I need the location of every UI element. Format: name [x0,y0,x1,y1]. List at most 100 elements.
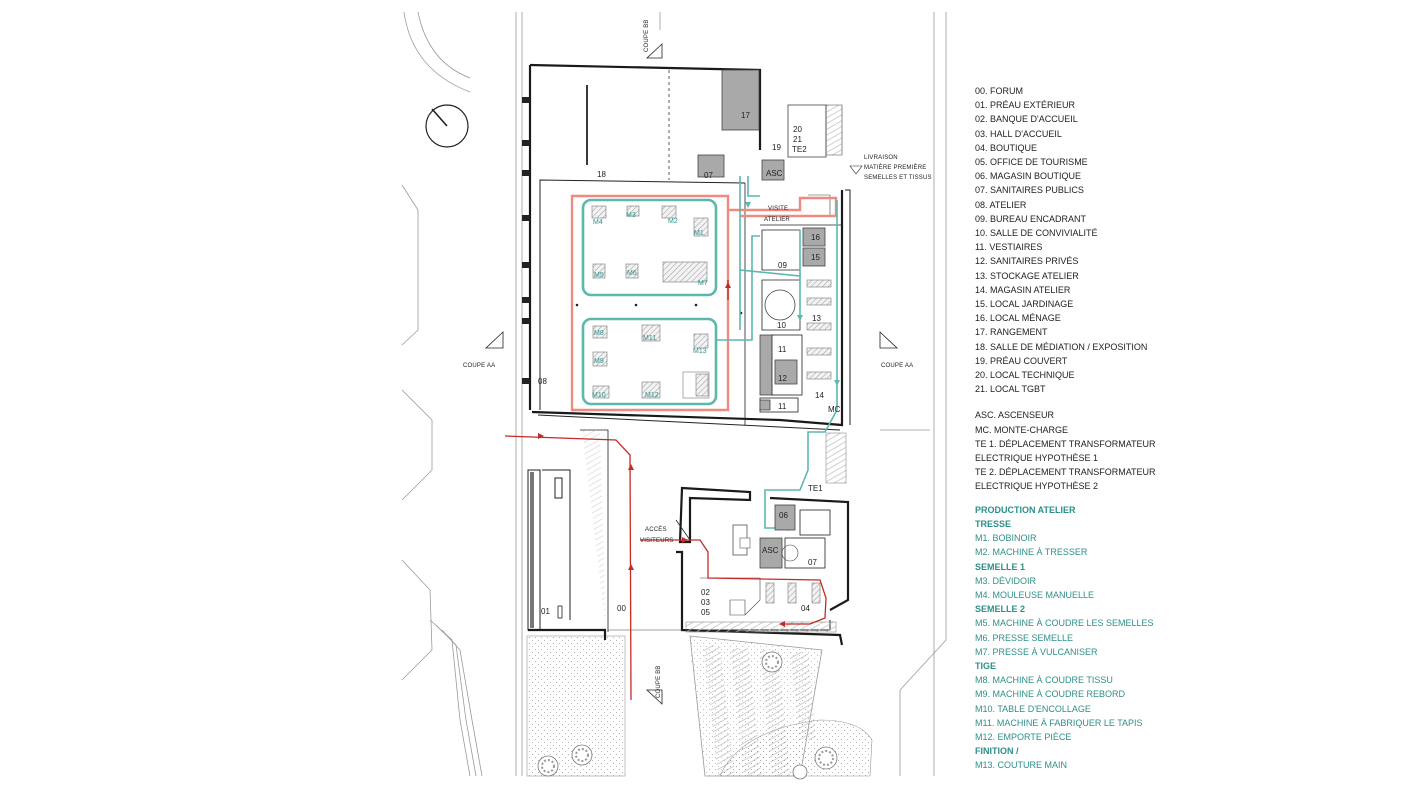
legend-room-item: 16. LOCAL MÉNAGE [975,313,1061,324]
room-19: 19 [772,143,781,152]
room-10: 10 [777,321,786,330]
production-machine-item: M4. MOULEUSE MANUELLE [975,589,1095,600]
machine-m8: M8 [594,330,604,337]
delivery-label-3: SEMELLES ET TISSUS [864,175,932,181]
room-21: 21 [793,135,802,144]
room-07a: 07 [704,171,713,180]
main-building [522,63,851,484]
acces-label-2: VISITEURS [640,538,673,544]
production-machine-item: M10. TABLE D'ENCOLLAGE [975,703,1091,714]
machine-m11: M11 [643,335,656,342]
room-te2: TE2 [792,145,807,154]
legend-room-item: 18. SALLE DE MÉDIATION / EXPOSITION [975,341,1148,352]
production-machine-item: M2. MACHINE À TRESSER [975,547,1088,558]
room-02: 02 [701,588,710,597]
legend-room-item: 15. LOCAL JARDINAGE [975,299,1074,310]
section-aa-left: COUPE AA [463,363,495,369]
production-group-title: SEMELLE 1 [975,561,1026,572]
machine-m2: M2 [668,218,678,225]
machine-m3: M3 [626,212,636,219]
room-13: 13 [812,314,821,323]
legend-room-item: 10. SALLE DE CONVIVIALITÉ [975,228,1098,239]
legend-abbrev-item: TE 1. DÉPLACEMENT TRANSFORMATEUR [975,438,1156,449]
legend-abbrev-item: ELECTRIQUE HYPOTHÈSE 1 [975,453,1099,464]
room-00: 00 [617,604,626,613]
machine-m12: M12 [645,392,659,399]
room-05: 05 [701,608,710,617]
room-14: 14 [815,391,824,400]
production-machine-item: M3. DÉVIDOIR [975,575,1037,586]
machine-m1: M1 [694,230,704,237]
production-group-title: TIGE [975,660,997,671]
legend-room-item: 01. PRÉAU EXTÉRIEUR [975,100,1076,111]
production-group-title: TRESSE [975,518,1012,529]
room-mc: MC [828,405,841,414]
room-18: 18 [597,170,606,179]
production-machine-item: M5. MACHINE À COUDRE LES SEMELLES [975,618,1154,629]
visit-route [570,194,838,412]
room-16: 16 [811,233,820,242]
legend-room-item: 12. SANITAIRES PRIVÉS [975,256,1079,267]
room-17: 17 [741,111,750,120]
legend-room-item: 09. BUREAU ENCADRANT [975,213,1087,224]
room-20: 20 [793,125,802,134]
visitor-route [504,433,827,701]
visite-label-2: ATELIER [764,217,790,223]
machine-m9: M9 [594,358,604,365]
room-15: 15 [811,253,820,262]
legend-room-item: 11. VESTIAIRES [975,242,1043,253]
machine-zone-2: M8 M11 M13 M9 M10 M12 [581,317,718,406]
delivery-label-2: MATIÈRE PREMIÈRE [864,164,926,171]
room-03: 03 [701,598,710,607]
legend-room-item: 08. ATELIER [975,199,1027,210]
legend-production: PRODUCTION ATELIER TRESSE M1. BOBINOIR M2.… [975,503,1405,773]
machine-m5: M5 [594,272,604,279]
legend-room-item: 19. PRÉAU COUVERT [975,355,1068,366]
room-06: 06 [779,511,788,520]
site-context [401,11,947,780]
production-machine-item: M9. MACHINE À COUDRE REBORD [975,689,1126,700]
room-01: 01 [541,607,550,616]
legend-abbrev-item: ASC. ASCENSEUR [975,410,1055,421]
production-machine-item: M12. EMPORTE PIÈCE [975,731,1072,742]
south-building [676,486,850,646]
room-te1: TE1 [808,484,823,493]
machine-m10: M10 [592,392,606,399]
production-machine-item: M11. MACHINE À FABRIQUER LE TAPIS [975,717,1143,728]
legend-room-item: 02. BANQUE D'ACCUEIL [975,114,1078,125]
room-09: 09 [778,261,787,270]
north-arrow-icon [425,104,469,148]
production-title: PRODUCTION ATELIER [975,504,1076,515]
legend-abbrev-item: MC. MONTE-CHARGE [975,424,1068,435]
visite-label-1: VISITE [768,206,788,212]
room-asc-a: ASC [766,169,783,178]
section-bb-bottom: COUPE BB [656,665,662,698]
legend-room-item: 21. LOCAL TGBT [975,384,1046,395]
room-labels: 17 19 20 21 TE2 18 07 ASC 16 15 09 10 13… [538,111,932,617]
production-group-title: SEMELLE 2 [975,604,1026,615]
section-bb-top: COUPE BB [644,19,650,52]
production-machine-item: M1. BOBINOIR [975,533,1037,544]
machine-m7: M7 [698,280,708,287]
machine-zone-1: M4 M3 M2 M1 M5 M6 M7 [581,198,718,297]
production-machine-item: M7. PRESSE À VULCANISER [975,646,1098,657]
production-machine-item: M13. COUTURE MAIN [975,760,1068,771]
legend-room-item: 06. MAGASIN BOUTIQUE [975,171,1082,182]
room-04: 04 [801,604,810,613]
legend-room-item: 03. HALL D'ACCUEIL [975,128,1062,139]
legend-abbrev-item: TE 2. DÉPLACEMENT TRANSFORMATEUR [975,467,1156,478]
legend-abbrev-item: ELECTRIQUE HYPOTHÈSE 2 [975,481,1099,492]
production-machine-item: M6. PRESSE SEMELLE [975,632,1074,643]
delivery-label-1: LIVRAISON [864,155,898,161]
preau-exterieur [527,429,691,640]
legend-room-item: 05. OFFICE DE TOURISME [975,157,1088,168]
floor-plan: COUPE BB COUPE BB COUPE AA COUPE AA [401,11,947,780]
section-markers: COUPE BB COUPE BB COUPE AA COUPE AA [463,19,913,705]
production-machine-item: M8. MACHINE À COUDRE TISSU [975,675,1113,686]
legend-room-item: 07. SANITAIRES PUBLICS [975,185,1084,196]
legend-room-item: 20. LOCAL TECHNIQUE [975,370,1075,381]
machine-m6: M6 [627,270,637,277]
legend-room-item: 04. BOUTIQUE [975,142,1038,153]
